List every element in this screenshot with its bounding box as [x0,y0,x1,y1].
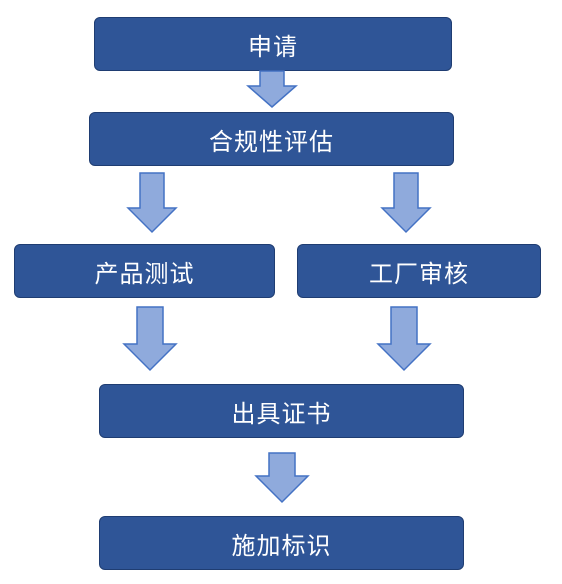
step-factory-audit: 工厂审核 [297,244,541,298]
step-compliance-assessment-label: 合规性评估 [209,127,334,156]
arrow-factory-audit-to-issue-certificate [376,306,432,372]
step-apply-label: 申请 [248,32,298,61]
step-product-test: 产品测试 [14,244,275,298]
arrow-apply-to-compliance [246,70,298,108]
step-factory-audit-label: 工厂审核 [369,259,469,288]
step-product-test-label: 产品测试 [94,259,195,288]
arrow-issue-certificate-to-apply-mark [254,452,310,504]
arrow-product-test-to-issue-certificate [122,306,178,372]
step-issue-certificate: 出具证书 [99,384,464,438]
step-issue-certificate-label: 出具证书 [231,399,332,428]
arrow-compliance-to-product-test [126,172,178,234]
step-apply-mark: 施加标识 [99,516,464,570]
step-apply: 申请 [94,17,452,71]
arrow-compliance-to-factory-audit [380,172,432,234]
step-apply-mark-label: 施加标识 [231,531,332,560]
step-compliance-assessment: 合规性评估 [89,112,454,166]
